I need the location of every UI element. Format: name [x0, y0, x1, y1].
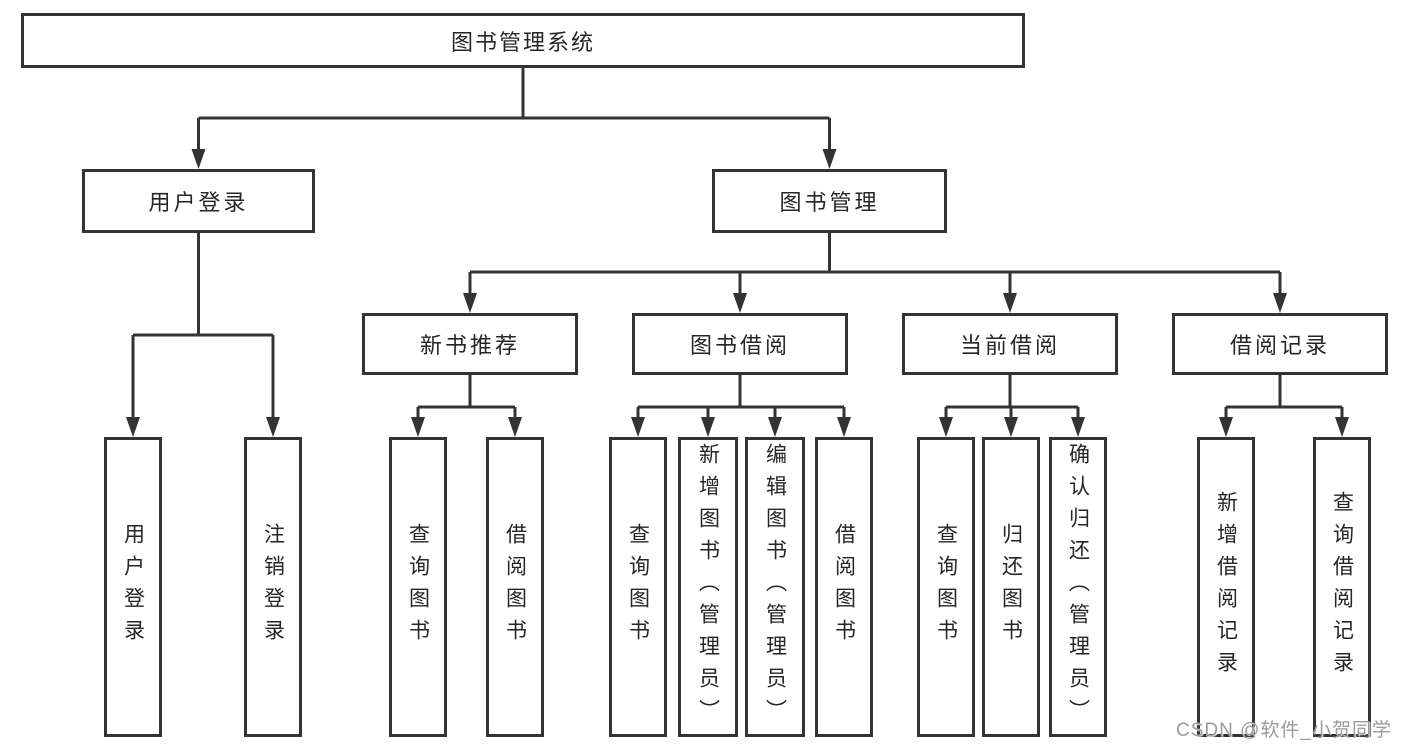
- arrowhead-icon: [126, 417, 140, 437]
- node-label-leaf-query-books-1: 查询图书: [406, 523, 430, 651]
- node-label-book-mgmt: 图书管理: [779, 190, 880, 215]
- node-label-leaf-query-books-3: 查询图书: [934, 523, 958, 651]
- node-leaf-add-borrow-record: 新增借阅记录: [1197, 437, 1255, 737]
- node-leaf-confirm-return: 确认归还（管理员）: [1049, 437, 1107, 737]
- arrowhead-icon: [411, 417, 425, 437]
- node-book-mgmt: 图书管理: [712, 169, 947, 233]
- node-leaf-add-books: 新增图书（管理员）: [678, 437, 738, 737]
- node-label-current-borrow: 当前借阅: [959, 333, 1060, 358]
- node-label-leaf-add-books: 新增图书（管理员）: [696, 443, 720, 731]
- arrowhead-icon: [1003, 293, 1017, 313]
- node-borrow-records: 借阅记录: [1172, 313, 1388, 375]
- node-label-leaf-return-books: 归还图书: [999, 523, 1023, 651]
- connector-lines: [131, 68, 1344, 419]
- node-label-book-borrow: 图书借阅: [689, 333, 790, 358]
- node-leaf-borrow-books-2: 借阅图书: [815, 437, 873, 737]
- node-label-user-login: 用户登录: [148, 190, 249, 215]
- node-label-leaf-edit-books: 编辑图书（管理员）: [763, 443, 787, 731]
- node-label-leaf-add-borrow-record: 新增借阅记录: [1214, 491, 1238, 683]
- arrowhead-icon: [1071, 417, 1085, 437]
- node-label-leaf-query-borrow-record: 查询借阅记录: [1330, 491, 1354, 683]
- node-label-new-books: 新书推荐: [419, 333, 520, 358]
- arrowhead-icon: [1219, 417, 1233, 437]
- node-label-leaf-borrow-books-2: 借阅图书: [832, 523, 856, 651]
- node-label-borrow-records: 借阅记录: [1229, 333, 1330, 358]
- node-leaf-query-books-2: 查询图书: [609, 437, 667, 737]
- node-leaf-user-login: 用户登录: [104, 437, 162, 737]
- watermark-text: CSDN @软件_小贺同学: [1176, 720, 1392, 741]
- node-leaf-query-books-1: 查询图书: [389, 437, 447, 737]
- arrowhead-icon: [837, 417, 851, 437]
- arrowhead-icon: [631, 417, 645, 437]
- node-leaf-edit-books: 编辑图书（管理员）: [745, 437, 805, 737]
- node-book-borrow: 图书借阅: [632, 313, 848, 375]
- arrowhead-icon: [463, 293, 477, 313]
- node-leaf-return-books: 归还图书: [982, 437, 1040, 737]
- arrowhead-icon: [266, 417, 280, 437]
- node-user-login: 用户登录: [82, 169, 315, 233]
- node-leaf-logout: 注销登录: [244, 437, 302, 737]
- node-leaf-query-books-3: 查询图书: [917, 437, 975, 737]
- node-new-books: 新书推荐: [362, 313, 578, 375]
- node-label-leaf-query-books-2: 查询图书: [626, 523, 650, 651]
- arrowhead-icon: [1335, 417, 1349, 437]
- node-current-borrow: 当前借阅: [902, 313, 1118, 375]
- node-label-root: 图书管理系统: [450, 29, 595, 55]
- arrowhead-icon: [1273, 293, 1287, 313]
- node-label-leaf-confirm-return: 确认归还（管理员）: [1066, 443, 1090, 731]
- arrowhead-icon: [508, 417, 522, 437]
- node-root: 图书管理系统: [21, 13, 1025, 68]
- node-leaf-query-borrow-record: 查询借阅记录: [1313, 437, 1371, 737]
- arrowhead-icon: [191, 149, 206, 169]
- arrowhead-icon: [768, 417, 782, 437]
- arrowhead-icon: [822, 149, 837, 169]
- arrowhead-icon: [701, 417, 715, 437]
- arrowhead-icon: [733, 293, 747, 313]
- node-leaf-borrow-books-1: 借阅图书: [486, 437, 544, 737]
- node-label-leaf-logout: 注销登录: [261, 523, 285, 651]
- arrowhead-icon: [1004, 417, 1018, 437]
- node-label-leaf-borrow-books-1: 借阅图书: [503, 523, 527, 651]
- arrowhead-icon: [939, 417, 953, 437]
- node-label-leaf-user-login: 用户登录: [121, 523, 145, 651]
